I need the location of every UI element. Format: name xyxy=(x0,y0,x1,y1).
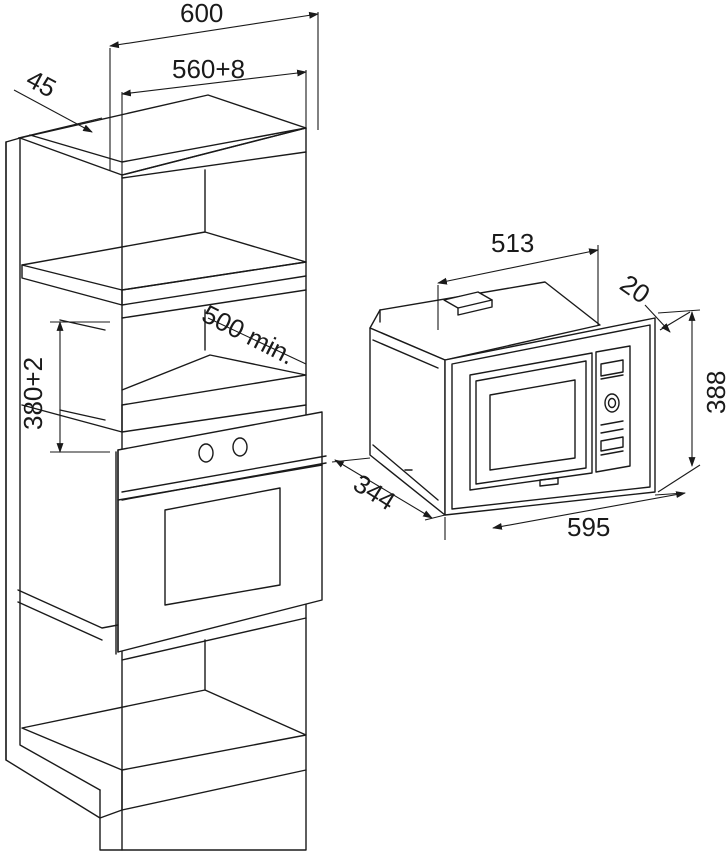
built-in-microwave xyxy=(369,281,656,516)
dimension-lines xyxy=(13,11,701,540)
dim-label-frame-depth: 20 xyxy=(615,268,656,309)
dim-label-appliance-depth: 344 xyxy=(348,468,401,516)
dim-label-appliance-width: 513 xyxy=(491,228,534,258)
dim-label-niche-height: 380+2 xyxy=(18,357,48,430)
dim-label-cabinet-width: 600 xyxy=(180,0,223,28)
dim-label-niche-depth: 500 min. xyxy=(197,299,299,371)
dim-label-appliance-height: 388 xyxy=(701,371,728,414)
dim-label-niche-width: 560+8 xyxy=(172,54,245,84)
dim-label-frame-width: 595 xyxy=(567,512,610,542)
tall-cabinet xyxy=(5,94,327,851)
